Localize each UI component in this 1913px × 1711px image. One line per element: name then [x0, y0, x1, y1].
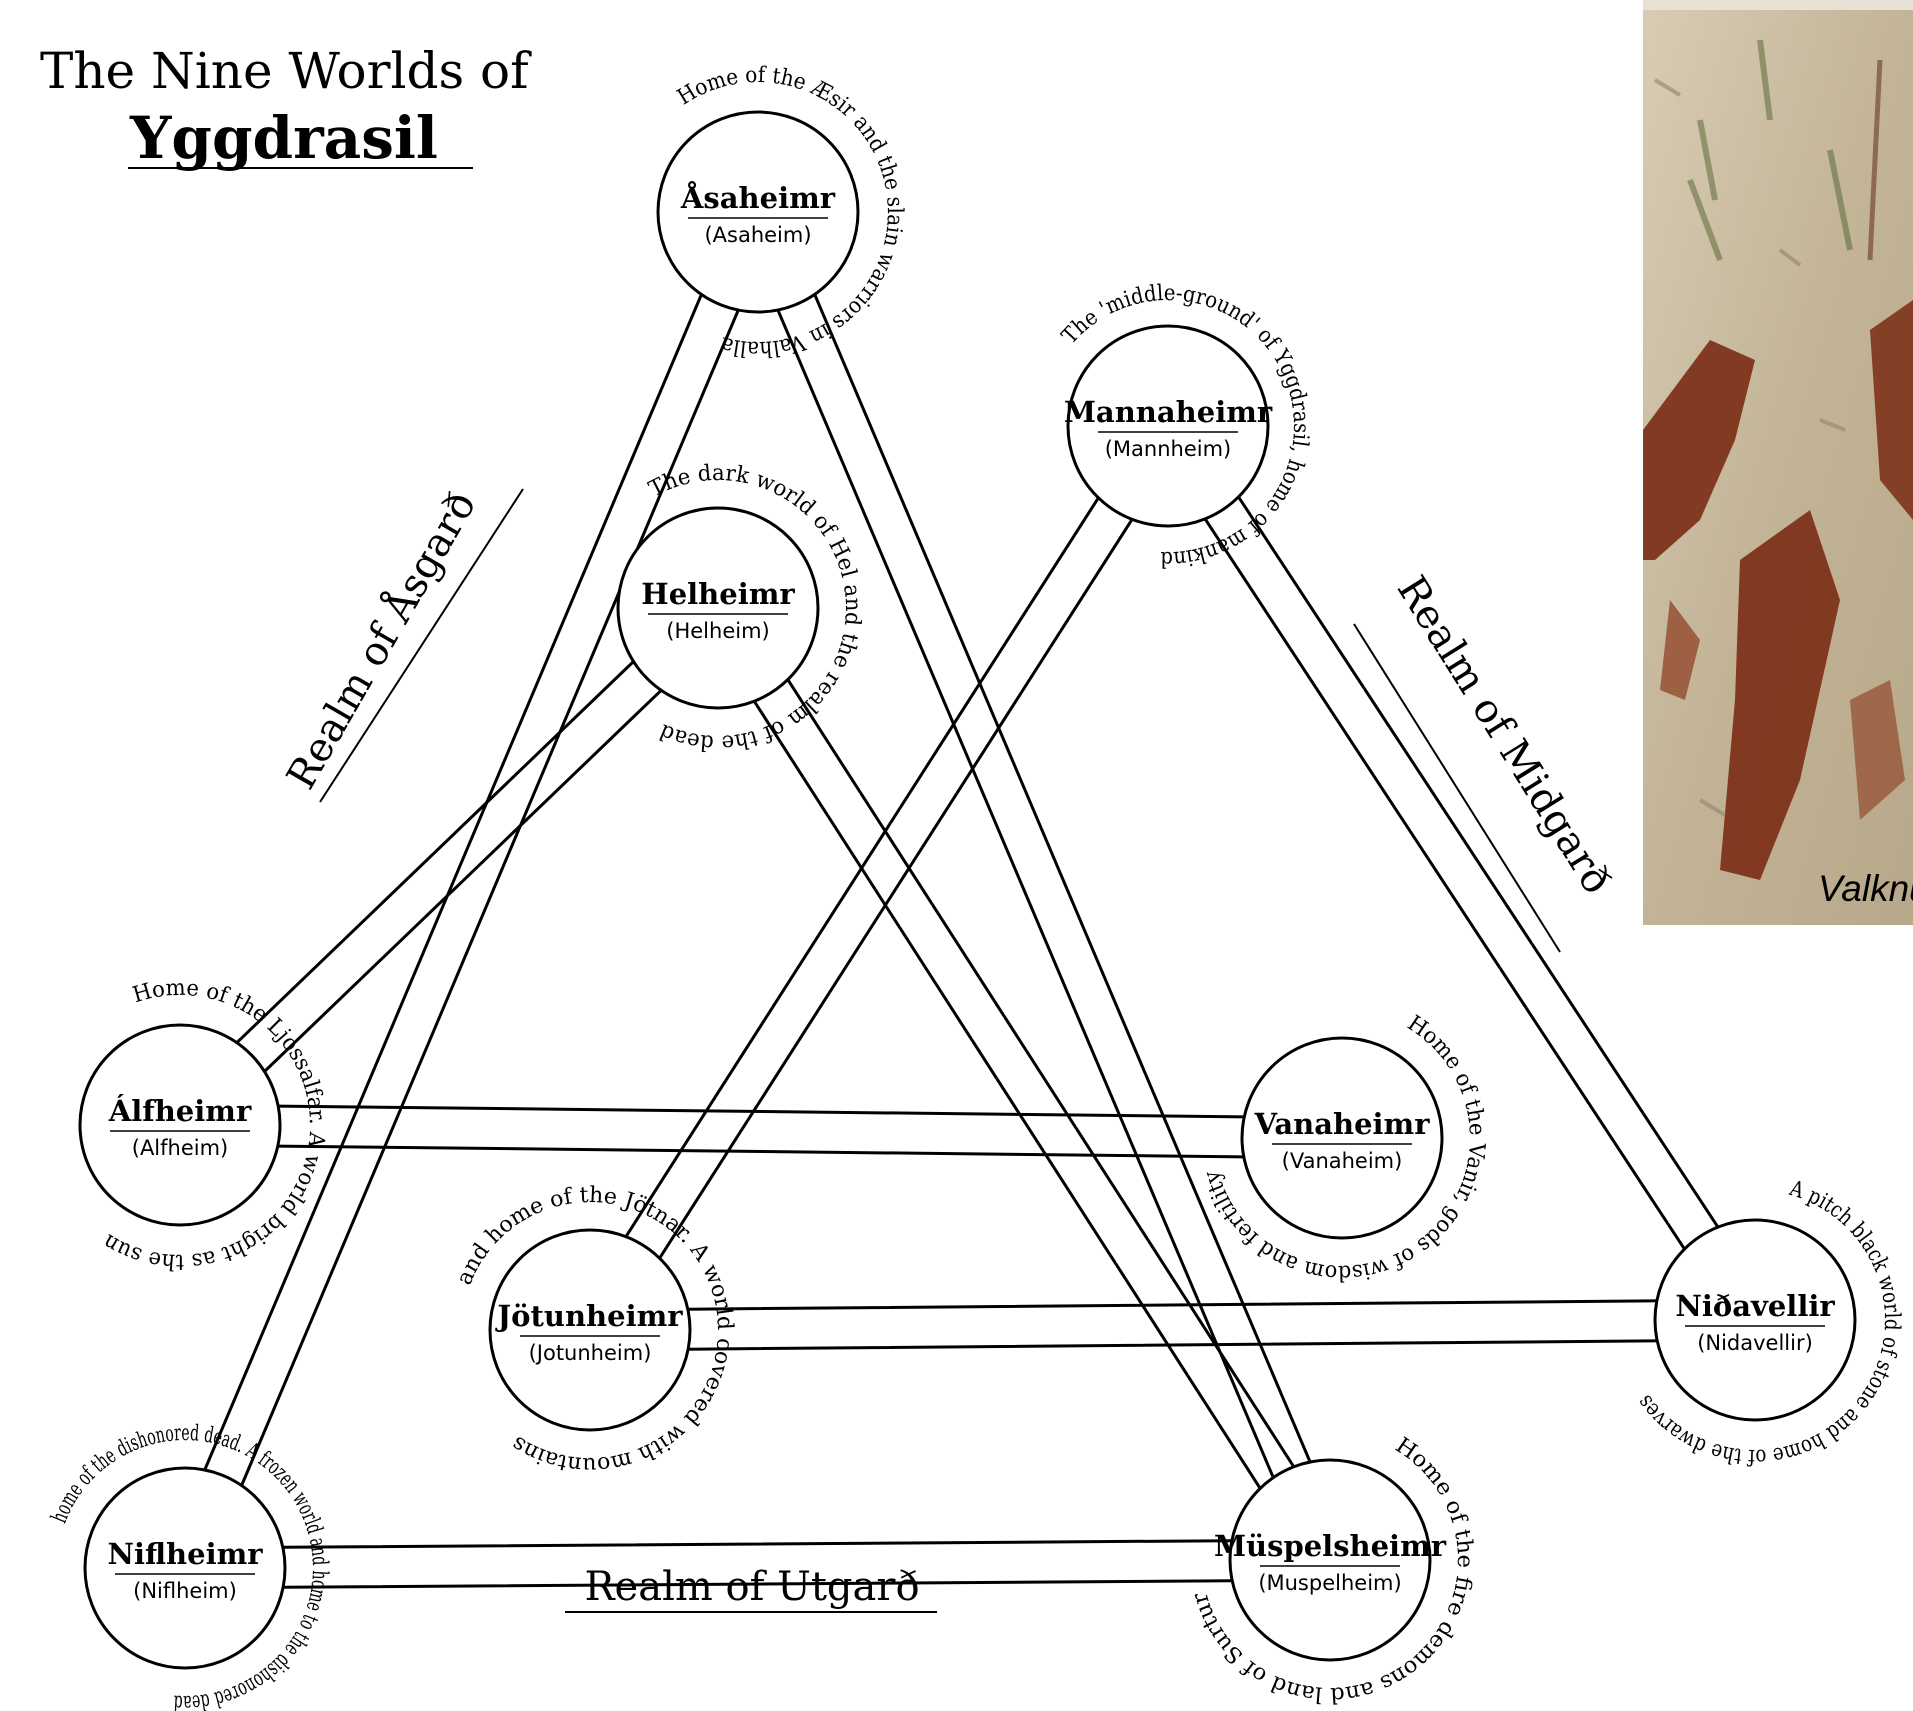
ring-annotations: Home of the Æsir and the slain warriors … [47, 63, 1904, 1711]
world-name-helheimr: Helheimr [641, 577, 795, 611]
valknut-stone-photo [1643, 0, 1913, 925]
world-modern-vanaheimr: (Vanaheim) [1282, 1149, 1403, 1173]
world-modern-niflheimr: (Niflheim) [133, 1579, 237, 1603]
band-niflheimr-muspelsheimr-edge-2 [283, 1541, 1232, 1548]
band-jotunheimr-nidavellir-edge-2 [688, 1301, 1657, 1309]
realm-asgard-label: Realm of Åsgarð [277, 484, 485, 797]
world-name-asaheimr: Åsaheimr [680, 180, 836, 215]
band-helheimr-alfheimr-edge-1 [237, 662, 634, 1043]
world-name-vanaheimr: Vanaheimr [1253, 1107, 1430, 1141]
realm-utgard-label: Realm of Utgarð [584, 1564, 919, 1610]
world-name-niflheimr: Niflheimr [107, 1537, 263, 1571]
world-modern-helheimr: (Helheim) [666, 619, 769, 643]
world-modern-muspelsheimr: (Muspelheim) [1258, 1571, 1401, 1595]
world-modern-nidavellir: (Nidavellir) [1697, 1331, 1813, 1355]
band-alfheimr-vanaheimr-edge-2 [278, 1106, 1244, 1117]
world-name-muspelsheimr: Müspelsheimr [1214, 1529, 1447, 1563]
connecting-bands [205, 294, 1718, 1587]
band-alfheimr-vanaheimr-edge-1 [278, 1146, 1244, 1157]
world-name-nidavellir: Niðavellir [1675, 1289, 1835, 1323]
photo-caption: Valknu [1818, 868, 1913, 910]
title-line-2: Yggdrasil [129, 104, 438, 172]
world-modern-alfheimr: (Alfheim) [132, 1136, 229, 1160]
title-line-1: The Nine Worlds of [40, 42, 532, 100]
world-name-alfheimr: Álfheimr [108, 1093, 252, 1128]
world-name-jotunheimr: Jötunheimr [494, 1299, 683, 1333]
band-jotunheimr-nidavellir-edge-1 [688, 1341, 1657, 1349]
world-name-mannaheimr: Mannaheimr [1064, 395, 1273, 429]
band-helheimr-muspelsheimr-edge-1 [754, 701, 1260, 1488]
world-modern-asaheimr: (Asaheim) [704, 223, 811, 247]
world-modern-mannaheimr: (Mannheim) [1105, 437, 1232, 461]
world-modern-jotunheimr: (Jotunheim) [529, 1341, 652, 1365]
